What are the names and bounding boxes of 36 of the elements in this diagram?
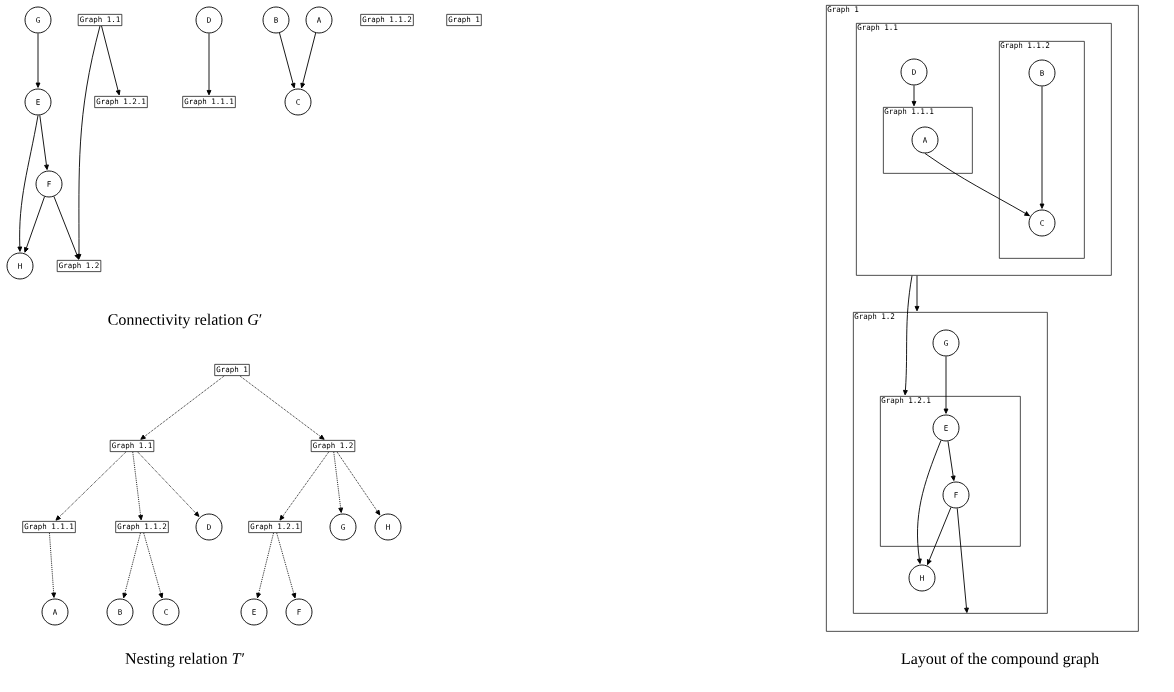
dotted-arrow	[279, 451, 330, 521]
arrow	[1039, 86, 1045, 209]
panel-caption: Connectivity relation G′	[108, 313, 262, 329]
arrow	[24, 196, 45, 253]
arrow	[947, 440, 956, 481]
arrow	[917, 440, 942, 564]
arrow	[914, 275, 920, 312]
dotted-arrow	[256, 532, 274, 599]
arrow	[926, 507, 952, 565]
dotted-arrow	[239, 375, 325, 440]
arrow	[101, 25, 121, 96]
dotted-arrow	[137, 451, 200, 517]
dotted-arrow	[122, 532, 141, 599]
arrow	[924, 153, 1030, 217]
arrow	[206, 33, 212, 96]
arrow	[903, 275, 913, 396]
arrow	[53, 196, 80, 260]
dotted-arrow	[132, 451, 143, 521]
arrow	[943, 356, 949, 414]
arrow	[911, 85, 917, 107]
arrow	[279, 32, 296, 89]
arrow	[956, 507, 969, 613]
panel-caption: Layout of the compound graph	[901, 652, 1099, 668]
arrow	[300, 32, 317, 89]
dotted-arrow	[143, 532, 164, 599]
dotted-arrow	[55, 451, 127, 521]
arrow	[76, 25, 101, 260]
dotted-arrow	[333, 451, 344, 513]
panel-caption: Nesting relation T′	[125, 652, 245, 668]
dotted-arrow	[140, 375, 225, 440]
arrow	[17, 115, 39, 252]
dotted-arrow	[276, 532, 297, 599]
arrow	[35, 33, 41, 88]
dotted-arrow	[49, 532, 57, 598]
dotted-arrow	[336, 451, 381, 516]
arrow	[39, 114, 49, 170]
